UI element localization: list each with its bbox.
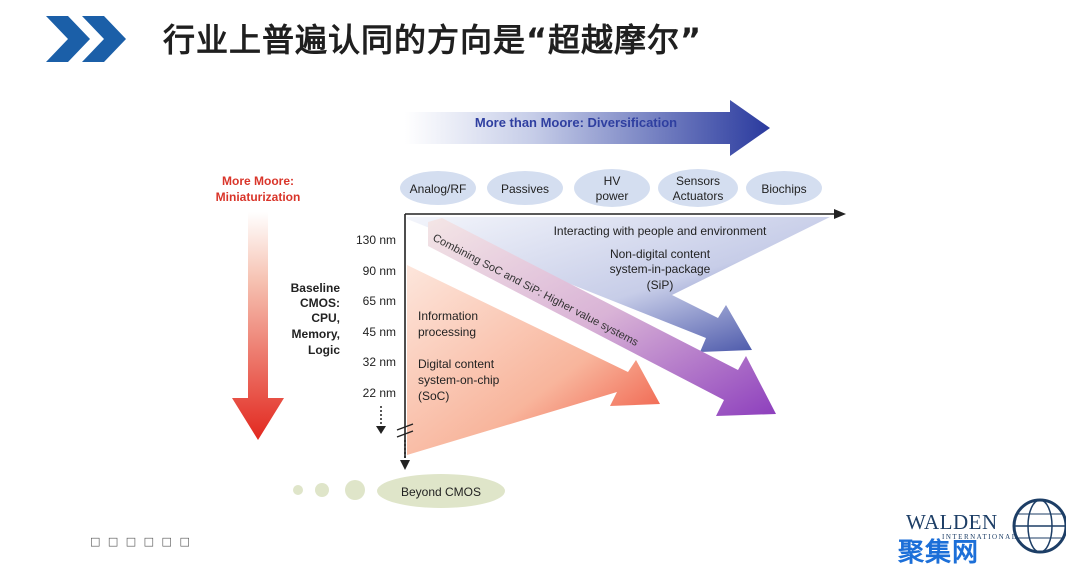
svg-text:processing: processing bbox=[418, 325, 476, 339]
svg-text:system-in-package: system-in-package bbox=[610, 262, 711, 276]
beyond-cmos-label: Beyond CMOS bbox=[401, 485, 481, 499]
more-than-moore-label: More than Moore: Diversification bbox=[475, 115, 677, 130]
category-passives: Passives bbox=[501, 182, 549, 196]
svg-text:(SiP): (SiP) bbox=[647, 278, 674, 292]
svg-text:Non-digital content: Non-digital content bbox=[610, 247, 711, 261]
node-label: 90 nm bbox=[363, 264, 396, 278]
category-analog-rf: Analog/RF bbox=[410, 182, 467, 196]
beyond-dot-large bbox=[345, 480, 365, 500]
category-sensors-line1: Sensors bbox=[676, 174, 720, 188]
footer-note: □ □ □ □ □ □ bbox=[90, 535, 192, 548]
category-bubble: Analog/RF bbox=[400, 171, 476, 205]
node-label: 22 nm bbox=[363, 386, 396, 400]
baseline-cmos-label: Baseline CMOS: CPU, Memory, Logic bbox=[291, 281, 341, 357]
combining-arrow bbox=[428, 218, 776, 416]
chevron-double-icon bbox=[46, 16, 126, 62]
globe-icon bbox=[1012, 498, 1066, 554]
horizontal-axis-arrowhead bbox=[834, 209, 846, 219]
vertical-axis-arrowhead bbox=[400, 460, 410, 470]
svg-text:CMOS:: CMOS: bbox=[300, 296, 340, 310]
interacting-label: Interacting with people and environment bbox=[554, 224, 767, 238]
svg-text:Digital content: Digital content bbox=[418, 357, 495, 371]
node-label: 32 nm bbox=[363, 355, 396, 369]
soc-arrow bbox=[407, 265, 660, 455]
category-bubble: Biochips bbox=[746, 171, 822, 205]
node-label: 45 nm bbox=[363, 325, 396, 339]
category-bubble: HV power bbox=[574, 169, 650, 207]
sip-arrow bbox=[407, 217, 830, 352]
category-bubble: Sensors Actuators bbox=[658, 169, 738, 207]
axis-break-1 bbox=[396, 423, 414, 431]
svg-text:CPU,: CPU, bbox=[311, 311, 340, 325]
more-than-moore-diagram: More than Moore: Diversification Analog/… bbox=[216, 100, 846, 508]
logo-name: WALDEN bbox=[906, 510, 998, 534]
technology-nodes: 130 nm 90 nm 65 nm 45 nm 32 nm 22 nm bbox=[356, 233, 396, 400]
non-digital-label: Non-digital content system-in-package (S… bbox=[610, 247, 711, 292]
category-biochips: Biochips bbox=[761, 182, 806, 196]
logo-sub: INTERNATIONAL bbox=[942, 533, 1018, 541]
svg-text:Memory,: Memory, bbox=[292, 327, 340, 341]
digital-content-label: Digital content system-on-chip (SoC) bbox=[418, 357, 500, 403]
watermark: 聚集网 bbox=[898, 538, 980, 568]
svg-text:Information: Information bbox=[418, 309, 478, 323]
more-moore-label-line1: More Moore: bbox=[222, 174, 294, 188]
beyond-dot-small bbox=[293, 485, 303, 495]
beyond-cmos-bubble bbox=[377, 474, 505, 508]
more-than-moore-arrow bbox=[405, 100, 770, 156]
node-dotted-arrowhead bbox=[376, 426, 386, 434]
node-label: 130 nm bbox=[356, 233, 396, 247]
walden-logo: WALDEN INTERNATIONAL 聚集网 bbox=[898, 496, 1068, 568]
svg-text:system-on-chip: system-on-chip bbox=[418, 373, 500, 387]
slide-title: 行业上普遍认同的方向是“超越摩尔” bbox=[163, 21, 703, 59]
info-processing-label: Information processing bbox=[418, 309, 478, 339]
category-hv-line1: HV bbox=[604, 174, 621, 188]
category-bubble: Passives bbox=[487, 171, 563, 205]
svg-text:Baseline: Baseline bbox=[291, 281, 341, 295]
node-label: 65 nm bbox=[363, 294, 396, 308]
axis-break-2 bbox=[396, 430, 414, 438]
more-moore-arrow bbox=[232, 212, 284, 440]
svg-text:Logic: Logic bbox=[308, 343, 340, 357]
beyond-dot-medium bbox=[315, 483, 329, 497]
category-hv-line2: power bbox=[596, 189, 629, 203]
category-sensors-line2: Actuators bbox=[673, 189, 724, 203]
svg-text:(SoC): (SoC) bbox=[418, 389, 449, 403]
more-moore-label-line2: Miniaturization bbox=[216, 190, 301, 204]
